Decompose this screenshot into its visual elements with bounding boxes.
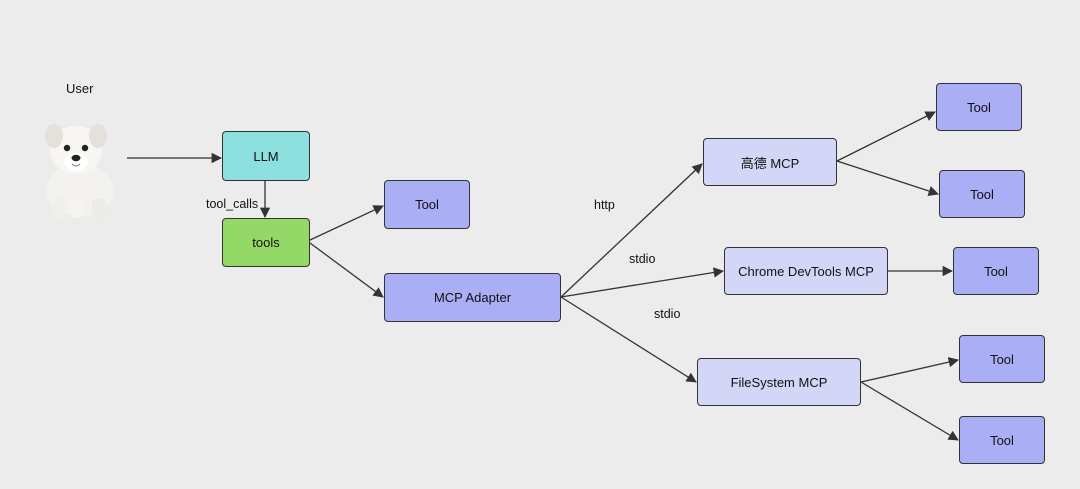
filesystem-mcp-node: FileSystem MCP — [697, 358, 861, 406]
gaode-tool-1-node: Tool — [936, 83, 1022, 131]
fs-tool-1-node: Tool — [959, 335, 1045, 383]
edge-gaode-tool2 — [836, 160, 939, 197]
stdio-chrome-label: stdio — [629, 252, 656, 266]
stdio-fs-label: stdio — [654, 307, 681, 321]
mcp-adapter-node: MCP Adapter — [384, 273, 561, 322]
chrome-devtools-mcp-node: Chrome DevTools MCP — [724, 247, 888, 295]
tool-calls-label: tool_calls — [206, 197, 259, 211]
fs-tool-2-node: Tool — [959, 416, 1045, 464]
edge-gaode-tool1 — [836, 111, 936, 162]
tool-node-top: Tool — [384, 180, 470, 229]
llm-node: LLM — [222, 131, 310, 181]
chrome-tool-node: Tool — [953, 247, 1039, 295]
edge-fs-tool2 — [860, 381, 959, 441]
http-label: http — [594, 198, 615, 212]
user-label: User — [66, 81, 94, 96]
edge-tools-adapter — [309, 242, 384, 298]
edge-adapter-gaode — [560, 163, 703, 298]
gaode-mcp-node: 高德 MCP — [703, 138, 837, 186]
gaode-tool-2-node: Tool — [939, 170, 1025, 218]
tools-node: tools — [222, 218, 310, 267]
edge-adapter-fs — [560, 296, 697, 383]
edge-tools-tool — [309, 205, 384, 241]
edge-fs-tool1 — [860, 356, 960, 383]
puppy-avatar-icon — [45, 124, 114, 218]
edge-adapter-chrome — [560, 267, 725, 298]
